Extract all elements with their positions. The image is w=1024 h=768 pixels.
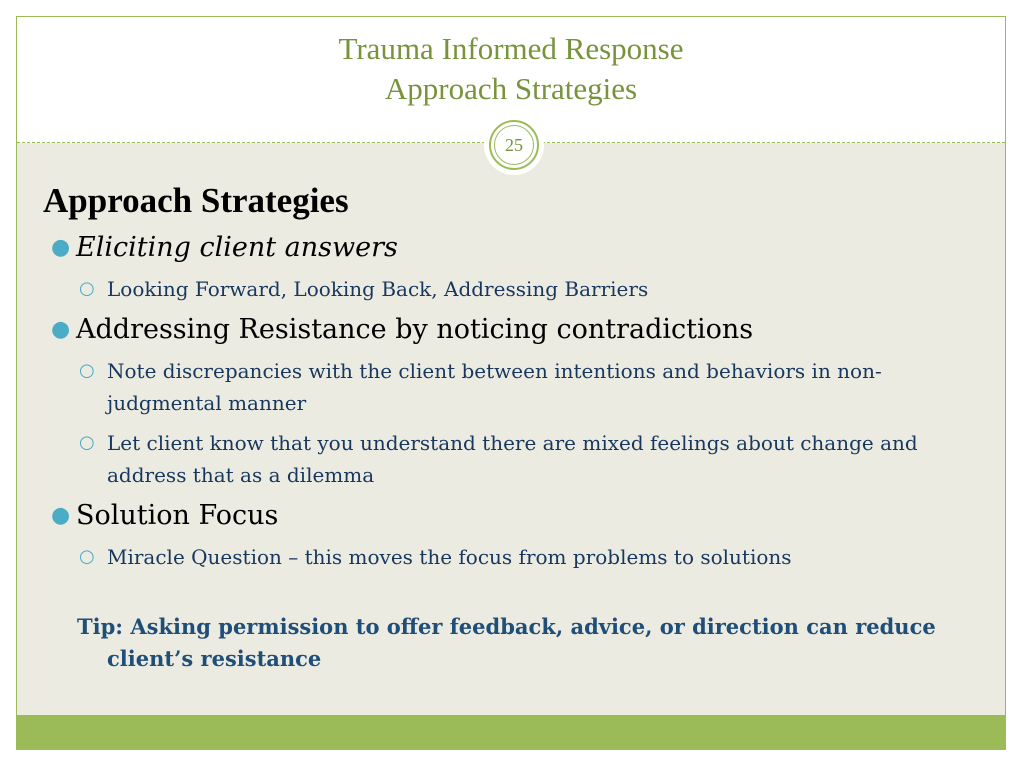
slide-content: Approach Strategies ● Eliciting client a… [43,179,983,675]
bullet-text: Eliciting client answers [76,232,398,263]
slide-number: 25 [494,125,534,165]
tip-text: Tip: Asking permission to offer feedback… [77,614,936,671]
title-line-1: Trauma Informed Response [338,31,684,66]
sub-bullet-item: ○ Miracle Question – this moves the focu… [43,541,983,573]
bullet-text: Addressing Resistance by noticing contra… [76,314,754,345]
slide-number-ring: 25 [489,120,539,170]
bullet-text: Solution Focus [76,500,279,531]
sub-bullet-item: ○ Looking Forward, Looking Back, Address… [43,273,983,305]
bullet-dot-icon: ● [51,503,71,528]
sub-bullet-text: Miracle Question – this moves the focus … [107,545,792,569]
sub-bullet-item: ○ Let client know that you understand th… [43,427,983,491]
bullet-item: ● Solution Focus [43,499,983,533]
bullet-item: ● Addressing Resistance by noticing cont… [43,313,983,347]
title-line-2: Approach Strategies [384,71,638,106]
slide-title: Trauma Informed Response Approach Strate… [17,29,1005,109]
bullet-dot-icon: ● [51,235,71,260]
bullet-circle-icon: ○ [79,360,95,381]
bullet-item: ● Eliciting client answers [43,231,983,265]
sub-bullet-text: Let client know that you understand ther… [107,431,918,487]
bullet-circle-icon: ○ [79,546,95,567]
bullet-dot-icon: ● [51,317,71,342]
sub-bullet-text: Looking Forward, Looking Back, Addressin… [107,277,649,301]
sub-bullet-item: ○ Note discrepancies with the client bet… [43,355,983,419]
content-heading: Approach Strategies [43,181,349,220]
sub-bullet-text: Note discrepancies with the client betwe… [107,359,882,415]
footer-bar [17,715,1005,749]
slide-number-badge: 25 [484,115,544,175]
bullet-circle-icon: ○ [79,432,95,453]
bullet-circle-icon: ○ [79,278,95,299]
slide-frame: Trauma Informed Response Approach Strate… [16,16,1006,750]
